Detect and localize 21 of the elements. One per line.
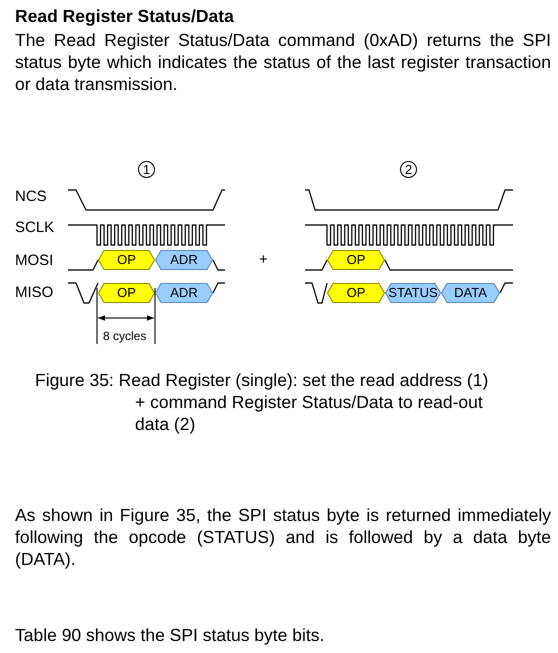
signal-name: MISO (15, 284, 54, 301)
step-number: 1 (138, 161, 155, 178)
bus-data-segment: ADR (155, 283, 213, 303)
dimension-label: 8 cycles (103, 329, 146, 343)
signal-name: NCS (15, 188, 47, 205)
body-paragraph: As shown in Figure 35, the SPI status byte is returned immediately following the opcode (STATUS) and is followed by a data byte (DATA). (15, 504, 551, 570)
bus-data-segment: DATA (441, 283, 500, 303)
section-heading: Read Register Status/Data (15, 6, 234, 27)
body-paragraph: The Read Register Status/Data command (0xAD) returns the SPI status byte which indicates the status of the last register transaction or data transmission. (15, 29, 551, 95)
bus-data-segment: STATUS (385, 283, 441, 303)
bus-data-segment: ADR (155, 250, 213, 270)
step-number: 2 (400, 161, 417, 178)
signal-name: MOSI (15, 252, 54, 269)
bus-data-segment: OP (327, 250, 385, 270)
bus-data-segment: OP (98, 283, 155, 303)
signal-name: SCLK (15, 219, 54, 236)
bus-data-segment: OP (327, 283, 385, 303)
body-paragraph: Table 90 shows the SPI status byte bits. (15, 624, 326, 646)
bus-data-segment: OP (98, 250, 155, 270)
figure-caption: Figure 35: Read Register (single): set the read address (1) + command Register Status/Data to read-out data (2) (35, 369, 490, 435)
plus-sign: + (259, 251, 268, 268)
